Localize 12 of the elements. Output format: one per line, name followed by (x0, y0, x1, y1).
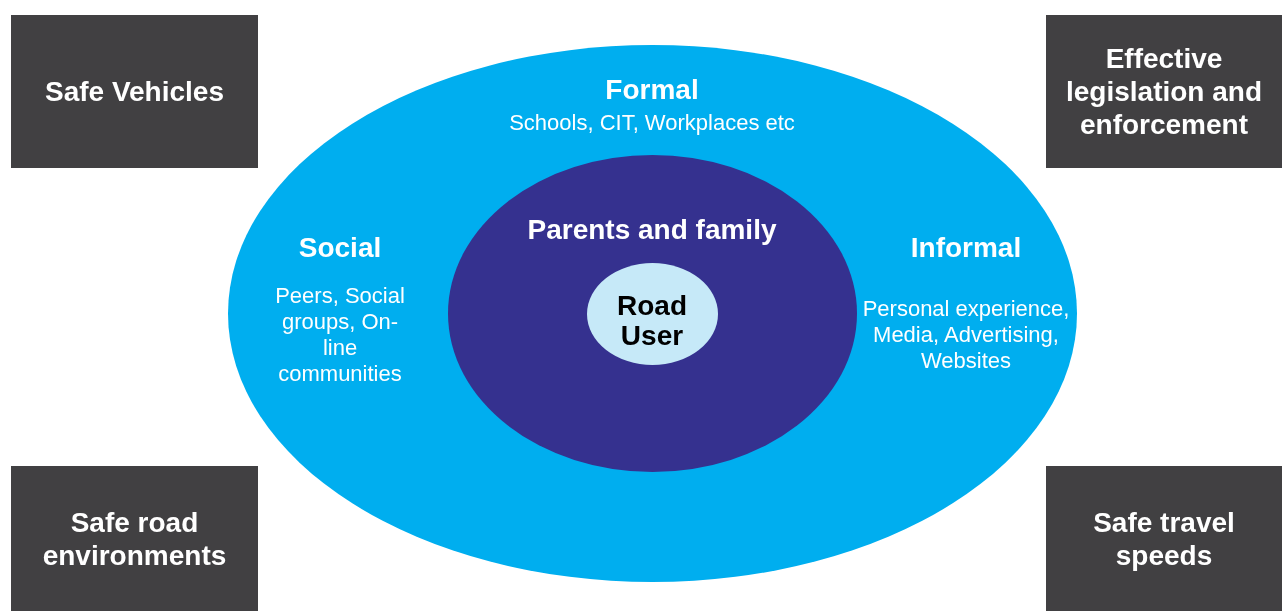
category-box: Effective legislation and enforcement (1046, 15, 1282, 168)
heading: Informal (909, 233, 1023, 263)
description: Peers, Social groups, On-line communities (274, 283, 406, 387)
heading: Formal (604, 75, 700, 105)
description: Schools, CIT, Workplaces etc (508, 110, 796, 136)
description: Personal experience, Media, Advertising, Websites (861, 296, 1071, 374)
category-box: Safe Vehicles (11, 15, 258, 168)
heading: Social (297, 233, 383, 263)
category-box: Safe travel speeds (1046, 466, 1282, 611)
heading: Road User (616, 291, 688, 351)
heading: Parents and family (526, 215, 778, 245)
category-box: Safe road environments (11, 466, 258, 611)
